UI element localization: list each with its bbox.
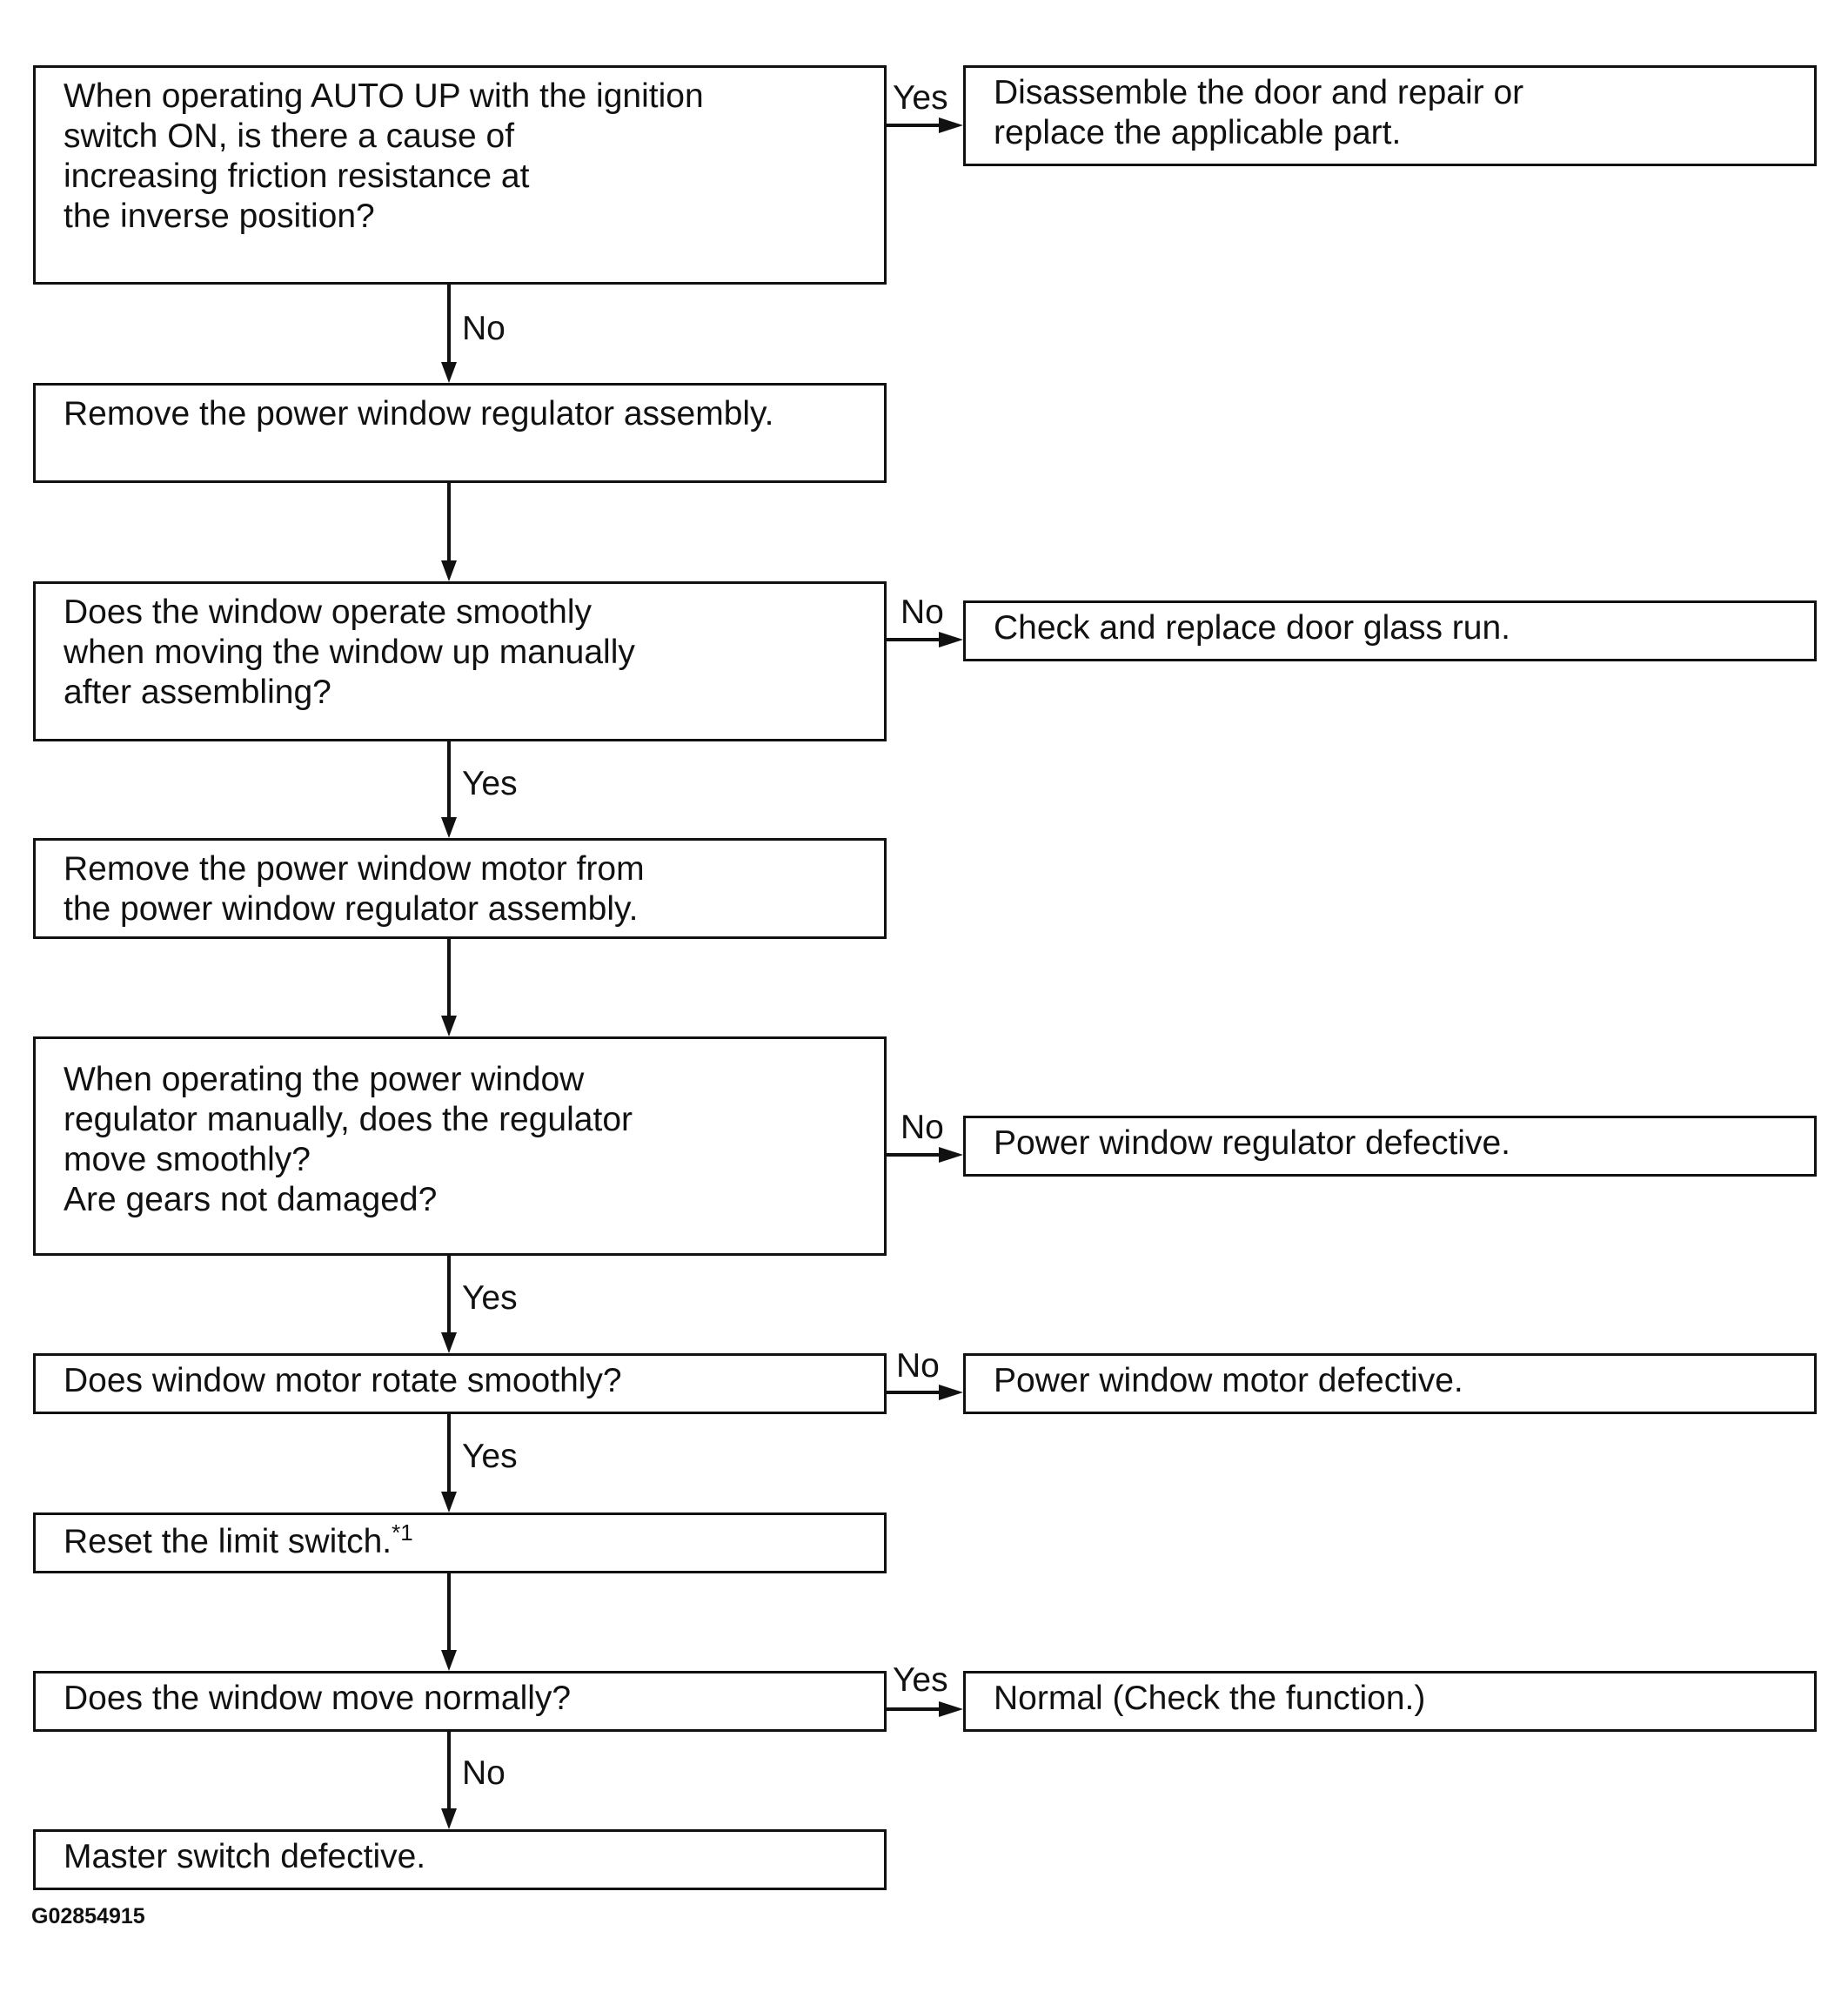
decision-auto-up: When operating AUTO UP with the ignition…: [33, 65, 887, 285]
result-regulator-defective-text: Power window regulator defective.: [994, 1124, 1510, 1162]
decision-move-normally: Does the window move normally?: [33, 1671, 887, 1732]
arrowhead-right: [939, 1385, 963, 1400]
arrowhead-down: [441, 1016, 457, 1036]
arrowhead-down: [441, 1650, 457, 1671]
arrow-remove-motor-to-regulator-manual: [447, 939, 451, 1018]
edge-label-yes: Yes: [893, 1661, 948, 1699]
arrow-motor-rotate-to-defective: [887, 1391, 941, 1394]
edge-label-yes: Yes: [462, 1279, 518, 1317]
result-glass-run: Check and replace door glass run.: [963, 600, 1817, 661]
arrow-regulator-manual-to-motor-rotate: [447, 1256, 451, 1335]
result-master-defective: Master switch defective.: [33, 1829, 887, 1890]
result-motor-defective-text: Power window motor defective.: [994, 1362, 1463, 1399]
result-glass-run-text: Check and replace door glass run.: [994, 609, 1511, 647]
arrow-move-normally-to-master-defective: [447, 1732, 451, 1811]
decision-window-smooth-text: Does the window operate smoothly when mo…: [64, 594, 635, 711]
edge-label-yes: Yes: [893, 79, 948, 117]
decision-regulator-manual-text: When operating the power window regulato…: [64, 1061, 633, 1218]
result-motor-defective: Power window motor defective.: [963, 1353, 1817, 1414]
step-remove-motor-text: Remove the power window motor from the p…: [64, 850, 645, 928]
arrowhead-right: [939, 632, 963, 647]
step-reset-limit: Reset the limit switch.*1: [33, 1512, 887, 1573]
result-disassemble-door: Disassemble the door and repair or repla…: [963, 65, 1817, 166]
decision-motor-rotate-text: Does window motor rotate smoothly?: [64, 1362, 622, 1399]
arrowhead-down: [441, 362, 457, 383]
result-normal-text: Normal (Check the function.): [994, 1680, 1426, 1717]
decision-move-normally-text: Does the window move normally?: [64, 1680, 572, 1717]
edge-label-no: No: [462, 1754, 506, 1792]
decision-motor-rotate: Does window motor rotate smoothly?: [33, 1353, 887, 1414]
decision-auto-up-text: When operating AUTO UP with the ignition…: [64, 77, 704, 235]
step-reset-limit-text: Reset the limit switch.: [64, 1523, 392, 1560]
arrow-regulator-manual-to-defective: [887, 1153, 941, 1157]
arrow-auto-up-to-disassemble: [887, 124, 941, 127]
step-reset-limit-text-wrap: Reset the limit switch.*1: [64, 1519, 413, 1562]
step-remove-regulator-text: Remove the power window regulator assemb…: [64, 395, 774, 433]
arrowhead-right: [939, 1701, 963, 1717]
arrow-remove-regulator-to-window-smooth: [447, 483, 451, 563]
arrowhead-down: [441, 1492, 457, 1512]
edge-label-no: No: [462, 310, 506, 347]
decision-regulator-manual: When operating the power window regulato…: [33, 1036, 887, 1256]
result-regulator-defective: Power window regulator defective.: [963, 1116, 1817, 1177]
step-remove-regulator: Remove the power window regulator assemb…: [33, 383, 887, 483]
arrow-window-smooth-to-remove-motor: [447, 741, 451, 820]
arrowhead-right: [939, 1147, 963, 1163]
arrow-auto-up-to-remove-regulator: [447, 285, 451, 365]
figure-code: G02854915: [31, 1904, 145, 1928]
edge-label-yes: Yes: [462, 765, 518, 802]
arrowhead-down: [441, 1332, 457, 1353]
arrowhead-down: [441, 1808, 457, 1829]
arrow-motor-rotate-to-reset-limit: [447, 1414, 451, 1494]
footnote-marker: *1: [392, 1519, 413, 1546]
edge-label-no: No: [901, 594, 944, 631]
result-master-defective-text: Master switch defective.: [64, 1838, 426, 1875]
arrow-reset-limit-to-move-normally: [447, 1573, 451, 1653]
edge-label-no: No: [896, 1347, 940, 1385]
arrow-window-smooth-to-glass-run: [887, 638, 941, 641]
arrow-move-normally-to-normal: [887, 1707, 941, 1711]
edge-label-yes: Yes: [462, 1438, 518, 1475]
arrowhead-down: [441, 817, 457, 838]
result-normal: Normal (Check the function.): [963, 1671, 1817, 1732]
decision-window-smooth: Does the window operate smoothly when mo…: [33, 581, 887, 741]
result-disassemble-door-text: Disassemble the door and repair or repla…: [994, 74, 1524, 151]
arrowhead-right: [939, 117, 963, 133]
step-remove-motor: Remove the power window motor from the p…: [33, 838, 887, 939]
edge-label-no: No: [901, 1109, 944, 1146]
arrowhead-down: [441, 560, 457, 581]
